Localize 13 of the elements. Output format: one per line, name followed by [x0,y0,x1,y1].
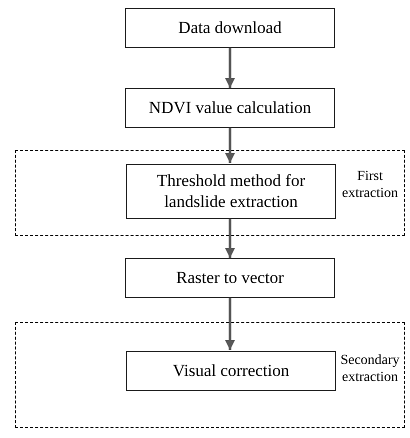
arrow [225,218,235,258]
process-box: Data download [125,8,335,48]
arrow [225,298,235,350]
process-box: Raster to vector [125,258,335,298]
dashed-group-frame [15,322,405,428]
group-label: Secondary extraction [339,353,401,387]
dashed-group-frame [15,150,405,236]
arrow [225,48,235,88]
arrow [225,128,235,163]
process-box: Threshold method for landslide extraction [126,164,336,219]
group-label: First extraction [341,169,399,203]
process-box: NDVI value calculation [125,88,335,128]
process-box: Visual correction [126,351,336,391]
